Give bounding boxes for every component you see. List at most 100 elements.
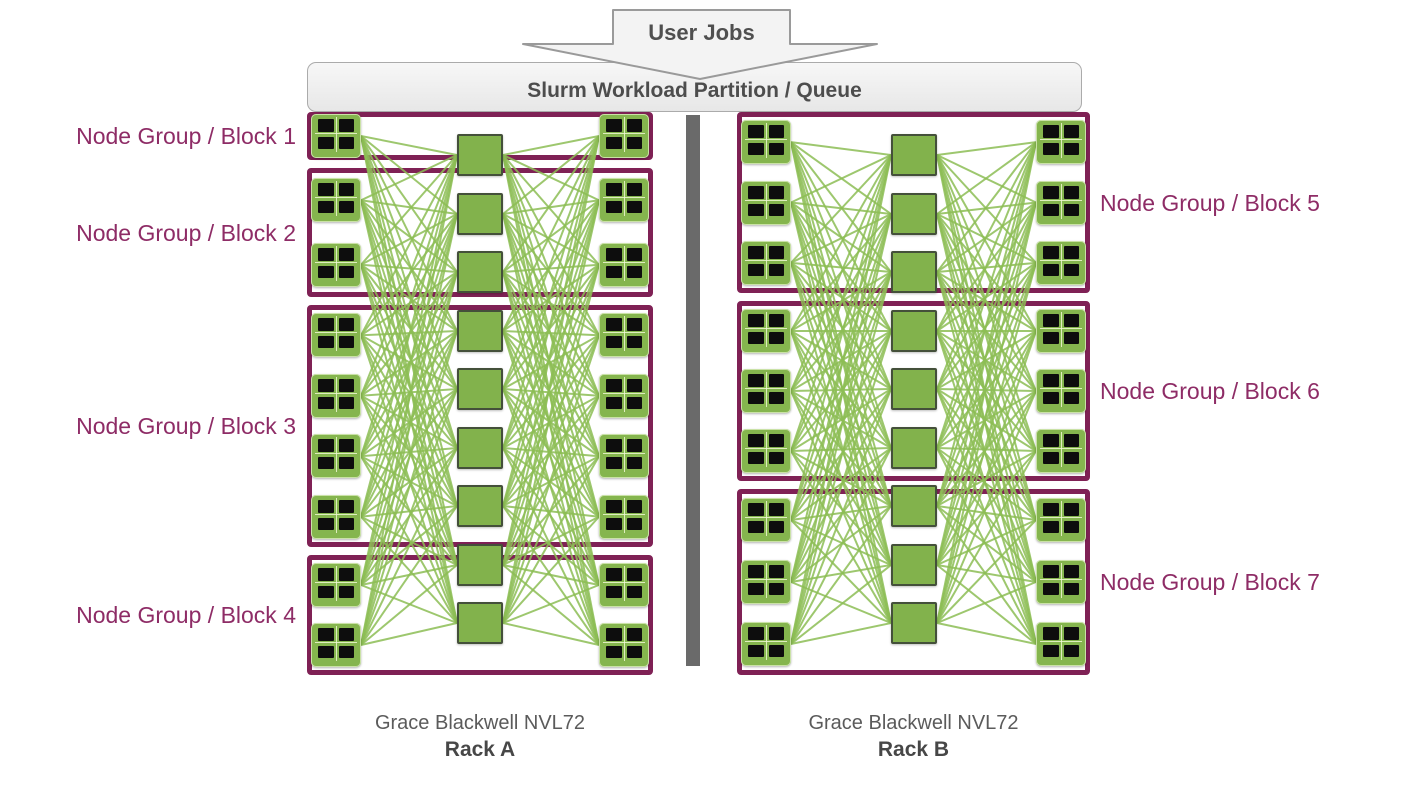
compute-node-quad-gpu-tray-icon [741,309,791,353]
gpu-grid [748,503,784,533]
gpu-grid [1043,434,1079,464]
gpu-chip-icon [748,434,764,447]
gpu-chip-icon [1063,627,1079,640]
gpu-chip-icon [1043,125,1059,138]
gpu-chip-icon [768,520,784,533]
gpu-chip-icon [626,500,642,513]
nvlink-line [360,199,458,566]
nvlink-line [502,135,600,332]
nvlink-line [936,271,1037,452]
gpu-chip-icon [338,318,354,331]
nvlink-line [360,264,458,449]
gpu-chip-icon [748,263,764,276]
nvlink-line [790,519,892,624]
gpu-grid [1043,314,1079,344]
gpu-chip-icon [1043,434,1059,447]
gpu-grid [1043,627,1079,657]
gpu-chip-icon [606,628,622,641]
nvlink-line [936,213,1037,452]
gpu-chip-icon [748,565,764,578]
node-group-block-label: Node Group / Block 5 [1100,190,1320,216]
nvlink-line [790,213,892,645]
gpu-chip-icon [626,136,642,149]
nvlink-line [790,154,892,332]
nvlink-line [790,154,892,204]
nvlink-line [360,447,458,518]
gpu-grid [748,314,784,344]
compute-node-quad-gpu-tray-icon [599,114,649,158]
rack-b-caption: Grace Blackwell NVL72 Rack B [737,712,1090,762]
compute-node-quad-gpu-tray-icon [599,623,649,667]
gpu-chip-icon [748,391,764,404]
gpu-chip-icon [606,248,622,261]
nvlink-line [502,388,600,646]
nvswitch-icon [457,485,503,527]
gpu-chip-icon [768,451,784,464]
gpu-chip-icon [606,136,622,149]
nvlink-line [790,388,892,452]
nvlink-line [936,262,1037,332]
gpu-grid [606,628,642,658]
nvlink-line [360,135,458,390]
gpu-chip-icon [606,585,622,598]
gpu-chip-icon [1043,186,1059,199]
gpu-chip-icon [1063,331,1079,344]
gpu-chip-icon [318,456,334,469]
gpu-chip-icon [338,628,354,641]
gpu-chip-icon [338,335,354,348]
gpu-chip-icon [626,379,642,392]
compute-node-quad-gpu-tray-icon [599,563,649,607]
nvlink-line [360,154,458,266]
nvlink-line [502,135,600,156]
compute-node-quad-gpu-tray-icon [599,374,649,418]
nvlink-line [360,135,458,156]
gpu-chip-icon [606,265,622,278]
compute-node-quad-gpu-tray-icon [1036,241,1086,285]
gpu-chip-icon [1063,374,1079,387]
gpu-chip-icon [318,136,334,149]
nvlink-line [790,564,892,645]
node-group-block-label: Node Group / Block 6 [1100,378,1320,404]
gpu-chip-icon [318,645,334,658]
compute-node-quad-gpu-tray-icon [311,563,361,607]
gpu-chip-icon [318,379,334,392]
gpu-chip-icon [1043,520,1059,533]
rack-divider-bar [686,115,700,666]
gpu-chip-icon [626,517,642,530]
nvlink-line [360,330,458,646]
nvlink-line [790,622,892,645]
nvswitch-icon [457,134,503,176]
nvlink-line [790,388,892,645]
compute-node-quad-gpu-tray-icon [741,498,791,542]
nvswitch-icon [457,368,503,410]
gpu-chip-icon [626,439,642,452]
nvlink-line [502,447,600,518]
gpu-chip-icon [606,456,622,469]
nvlink-line [360,213,458,646]
nvlink-line [936,154,1037,332]
gpu-chip-icon [626,318,642,331]
nvlink-line [936,519,1037,624]
nvlink-line [502,154,600,586]
nvlink-line [790,154,892,392]
gpu-chip-icon [318,265,334,278]
nvswitch-icon [457,251,503,293]
gpu-chip-icon [1043,246,1059,259]
gpu-grid [748,125,784,155]
nvlink-line [502,263,600,332]
nvlink-line [502,154,600,518]
nvlink-line [360,622,458,646]
nvlink-line [502,135,600,507]
nvlink-line [360,271,458,646]
node-group-block-border [737,301,1090,481]
nvswitch-icon [457,427,503,469]
gpu-chip-icon [318,119,334,132]
nvlink-line [360,199,458,273]
nvlink-line [936,154,1037,583]
nvlink-line [502,199,600,566]
gpu-chip-icon [338,379,354,392]
nvlink-line [360,330,458,518]
nvlink-line [790,262,892,332]
nvlink-line [936,141,1037,273]
nvlink-line [502,213,600,646]
